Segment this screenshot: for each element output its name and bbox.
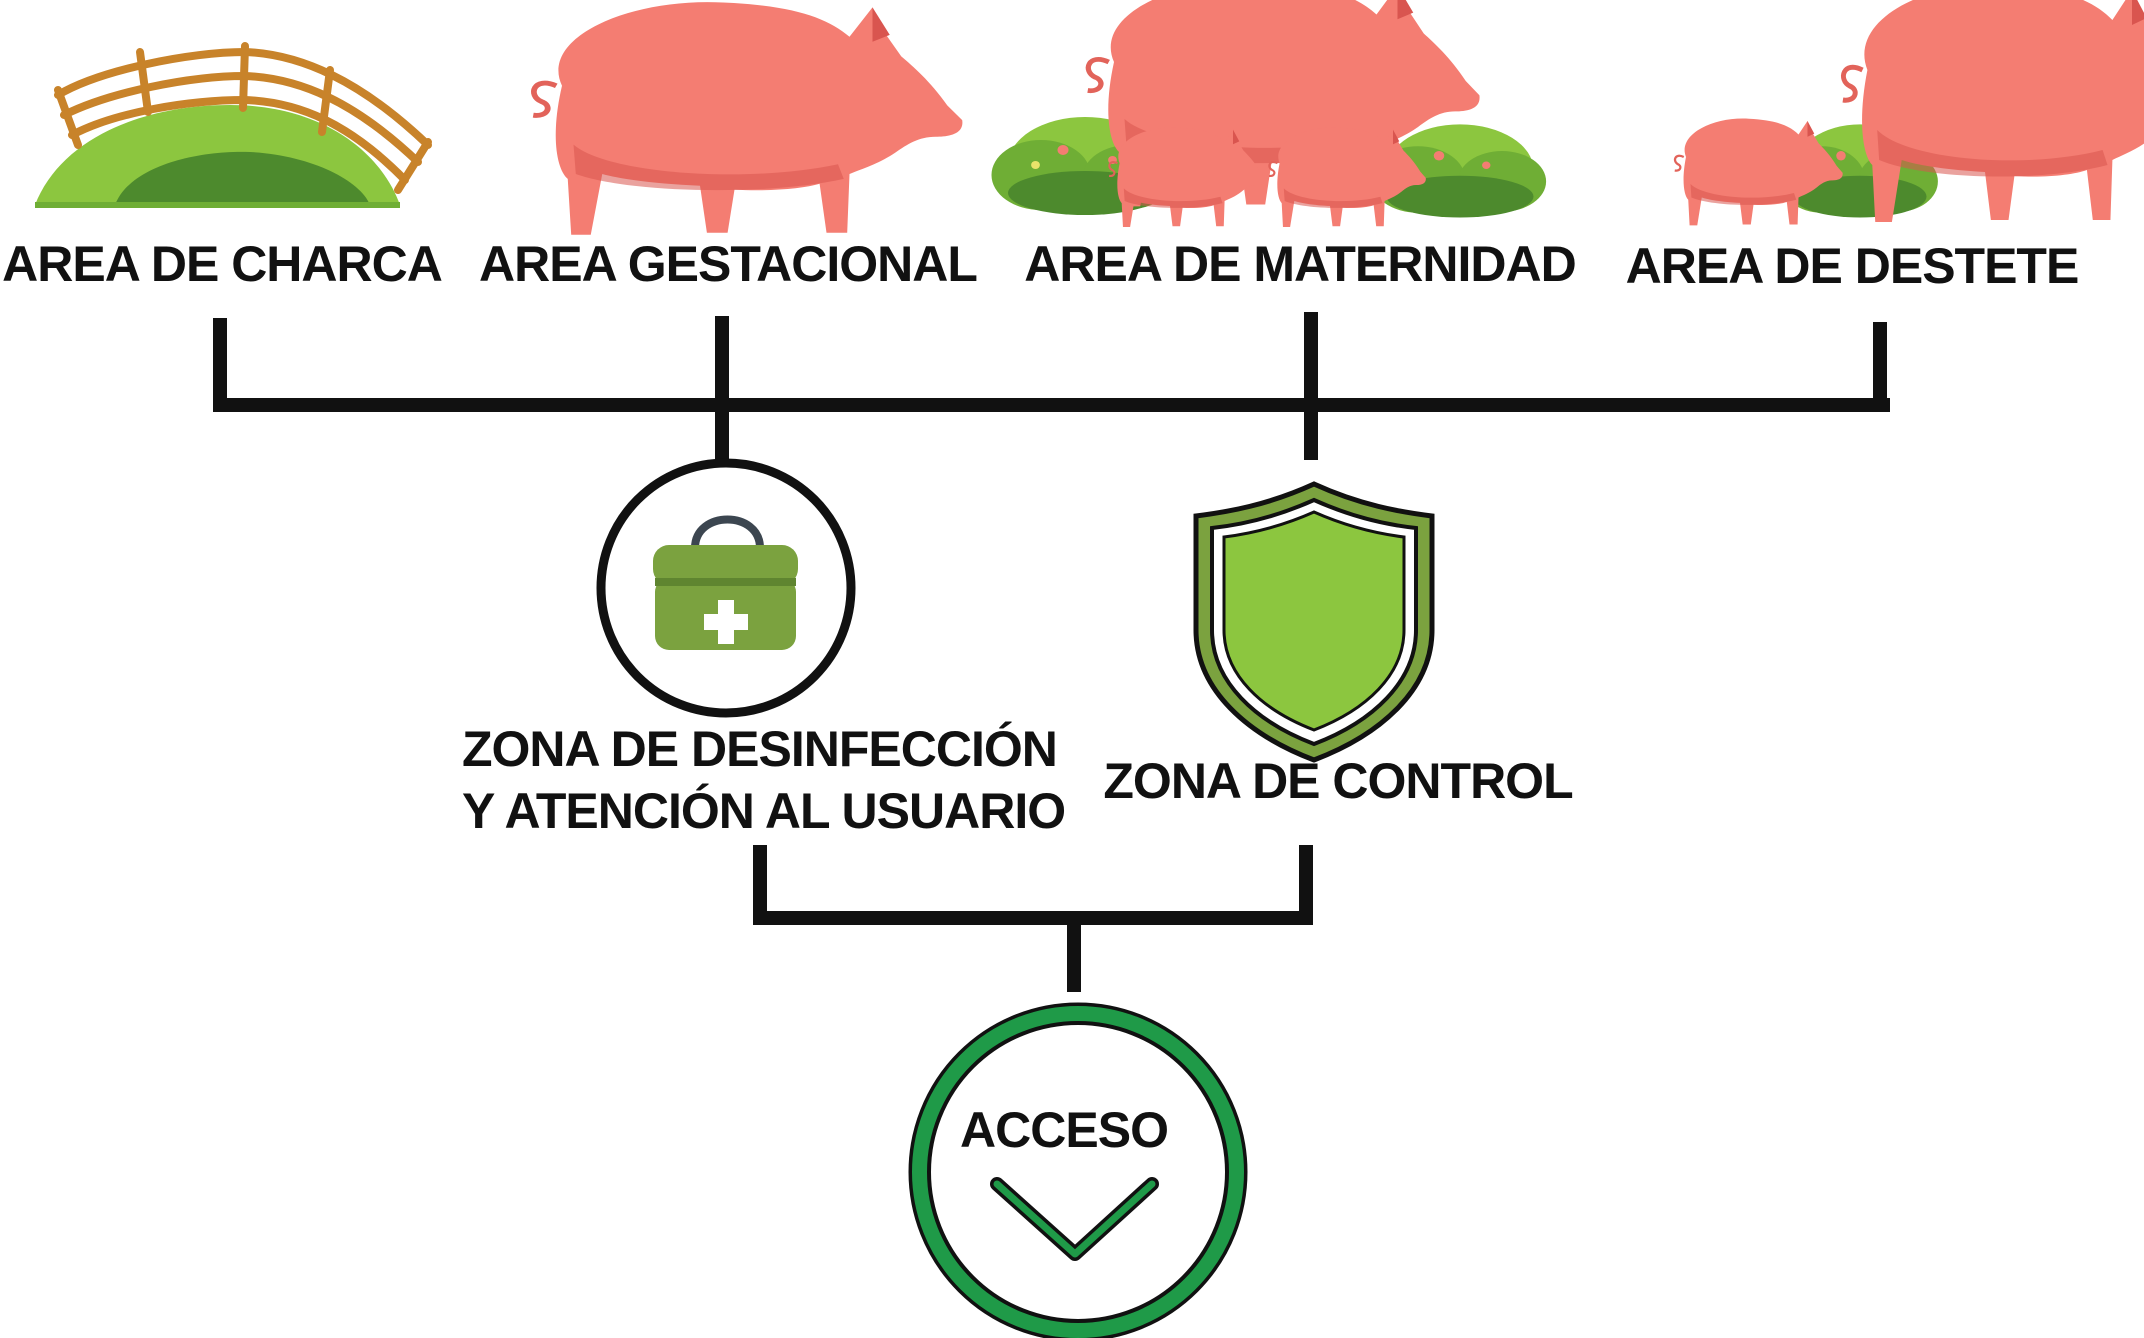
- shield-icon: [1193, 481, 1435, 763]
- fence-meadow-icon: [35, 42, 432, 208]
- access-ring: [912, 1006, 1244, 1338]
- zone-disinfection-line2: Y ATENCIÓN AL USUARIO: [462, 783, 1066, 839]
- pig-icon: [533, 2, 962, 235]
- zone-disinfection-line1: ZONA DE DESINFECCIÓN: [462, 721, 1058, 777]
- area-charca-label: AREA DE CHARCA: [2, 236, 443, 292]
- area-destete-label: AREA DE DESTETE: [1625, 238, 2080, 294]
- access-label[interactable]: ACCESO: [960, 1102, 1169, 1158]
- sow-with-piglets-icon: [991, 0, 1547, 229]
- chevron-down-icon[interactable]: [990, 1177, 1159, 1261]
- zone-disinfection-label: ZONA DE DESINFECCIÓN Y ATENCIÓN AL USUAR…: [462, 718, 1066, 842]
- sow-and-weaned-piglet-icon: [1673, 0, 2144, 227]
- access-circle-inner: [927, 1021, 1229, 1323]
- first-aid-kit-icon: [653, 515, 798, 650]
- area-maternidad-label: AREA DE MATERNIDAD: [1024, 236, 1576, 292]
- access-circle-outer: [908, 1002, 1248, 1338]
- area-gestacional-label: AREA GESTACIONAL: [479, 236, 978, 292]
- zone-control-label: ZONA DE CONTROL: [1103, 753, 1573, 809]
- connector-lines: [213, 312, 1890, 992]
